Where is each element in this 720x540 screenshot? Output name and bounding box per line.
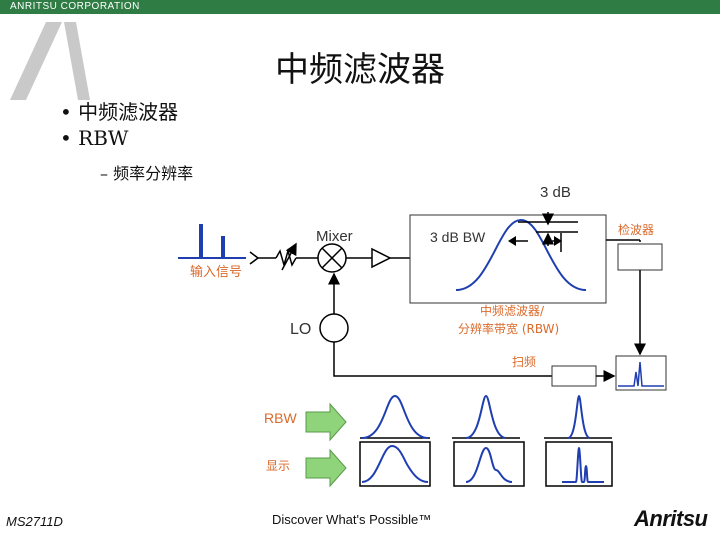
model-number: MS2711D — [6, 514, 63, 529]
3db-markers — [514, 212, 578, 246]
slogan: Discover What's Possible™ — [272, 512, 432, 527]
rbw-curve-narrow — [567, 394, 591, 439]
rbw-arrow — [305, 402, 347, 442]
rbw-row-label: RBW — [264, 410, 297, 426]
display-result-medium — [453, 441, 525, 487]
if-filter-label-line1: 中频滤波器/ — [480, 303, 545, 318]
if-filter-box — [409, 214, 607, 304]
lo-oscillator — [319, 313, 349, 343]
company-name: ANRITSU CORPORATION — [10, 1, 140, 12]
detector-box — [617, 243, 663, 271]
anritsu-logo: Anritsu — [634, 506, 708, 531]
bullet-item: • RBW — [60, 126, 129, 150]
sub-bullet-text: 频率分辨率 — [113, 164, 194, 183]
lo-label: LO — [290, 321, 311, 338]
sub-bullet-item: – 频率分辨率 — [100, 164, 194, 183]
bullet-item: • 中频滤波器 — [60, 100, 179, 124]
anritsu-a-logo — [10, 22, 90, 100]
3db-bw-label: 3 dB BW — [430, 229, 486, 245]
bullet-text: RBW — [78, 126, 129, 150]
mixer-label: Mixer — [316, 228, 353, 245]
display-arrow — [305, 448, 347, 488]
detector-label: 检波器 — [618, 222, 654, 237]
input-signal-icon — [178, 224, 246, 259]
mixer-symbol — [317, 243, 347, 273]
display-row-label: 显示 — [266, 459, 290, 473]
rbw-curve-medium — [465, 394, 507, 439]
input-signal-label: 输入信号 — [190, 264, 242, 280]
sweep-label: 扫频 — [512, 355, 536, 369]
sweep-generator-box — [551, 365, 597, 387]
display-trace — [618, 361, 664, 387]
bullet-text: 中频滤波器 — [78, 100, 179, 124]
amplifier-symbol — [371, 247, 392, 269]
input-attenuator — [249, 242, 318, 271]
header-bar: ANRITSU CORPORATION — [0, 0, 720, 14]
rbw-curve-wide — [361, 394, 429, 439]
3db-label: 3 dB — [540, 184, 571, 201]
slide-title: 中频滤波器 — [275, 50, 445, 90]
if-filter-curve — [455, 218, 587, 291]
if-filter-label-line2: 分辨率带宽 (RBW) — [458, 321, 559, 336]
